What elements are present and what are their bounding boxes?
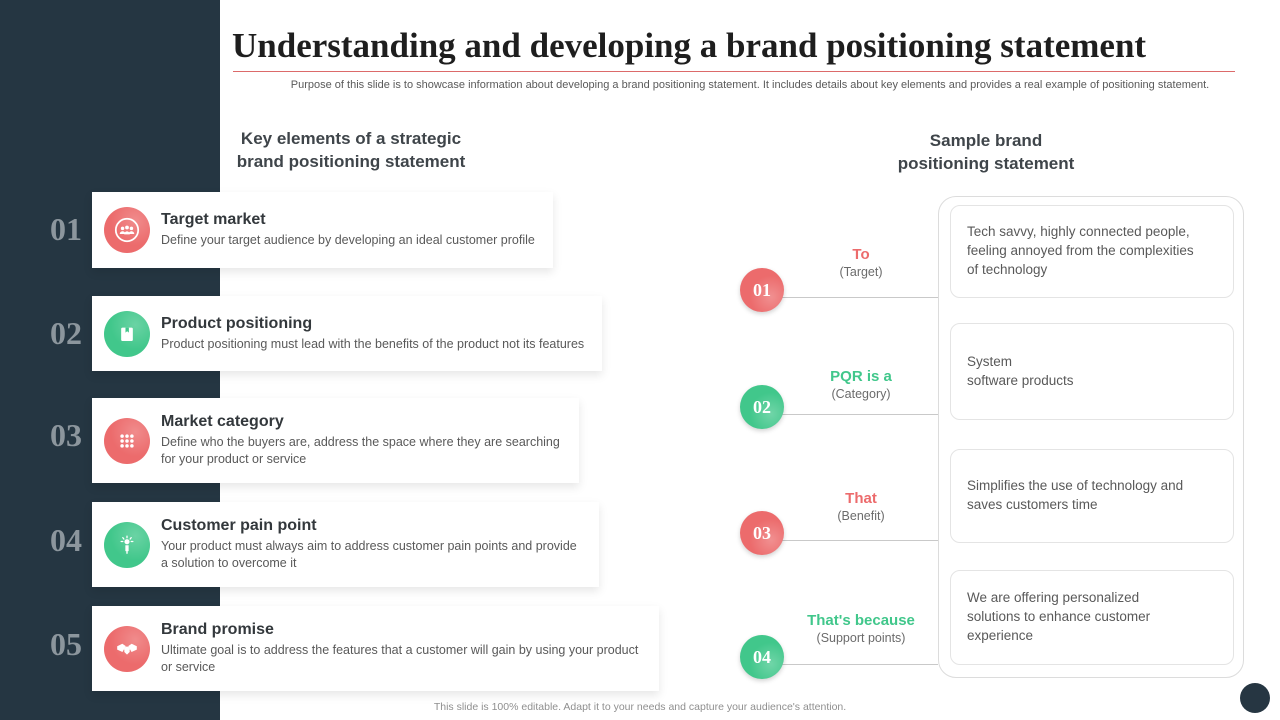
- statement-card-target: Tech savvy, highly connected people, fee…: [950, 205, 1234, 298]
- connector-line: [762, 414, 938, 415]
- step-label: That: [845, 490, 877, 507]
- step-label-block-support-points: That's because (Support points): [781, 612, 941, 645]
- step-circle-02: 02: [740, 385, 784, 429]
- key-element-title: Market category: [161, 413, 284, 431]
- step-label-block-benefit: That (Benefit): [781, 490, 941, 523]
- statement-text: We are offering personalized solutions t…: [967, 590, 1151, 643]
- key-element-card-product-positioning: Product positioning Product positioning …: [92, 296, 603, 371]
- key-element-title: Brand promise: [161, 621, 274, 639]
- sidebar-number-04: 04: [50, 522, 82, 558]
- key-element-description: Your product must always aim to address …: [161, 539, 577, 570]
- key-element-card-customer-pain-point: Customer pain point Your product must al…: [92, 502, 599, 587]
- statement-card-category: System software products: [950, 323, 1234, 420]
- step-circle-04: 04: [740, 635, 784, 679]
- step-sublabel: (Category): [831, 387, 891, 401]
- slide-subtitle: Purpose of this slide is to showcase inf…: [290, 79, 1210, 91]
- footer-note: This slide is 100% editable. Adapt it to…: [433, 701, 847, 713]
- key-element-title: Target market: [161, 211, 266, 229]
- key-element-description: Define who the buyers are, address the s…: [161, 435, 560, 466]
- key-element-title: Customer pain point: [161, 517, 317, 535]
- key-element-description: Product positioning must lead with the b…: [161, 336, 585, 351]
- sidebar-number-01: 01: [50, 211, 82, 247]
- step-label: PQR is a: [830, 368, 892, 385]
- key-element-card-market-category: Market category Define who the buyers ar…: [92, 398, 579, 483]
- step-sublabel: (Benefit): [837, 509, 885, 523]
- step-circle-03: 03: [740, 511, 784, 555]
- key-element-card-brand-promise: Brand promise Ultimate goal is to addres…: [92, 606, 659, 691]
- step-circle-01: 01: [740, 268, 784, 312]
- key-element-description: Ultimate goal is to address the features…: [161, 643, 639, 674]
- statement-card-benefit: Simplifies the use of technology and sav…: [950, 449, 1234, 543]
- connector-line: [762, 540, 938, 541]
- step-sublabel: (Support points): [816, 631, 906, 645]
- statement-text: Tech savvy, highly connected people, fee…: [967, 224, 1194, 277]
- sidebar-number-02: 02: [50, 315, 82, 351]
- key-element-card-target-market: Target market Define your target audienc…: [92, 192, 553, 268]
- handshake-icon: [104, 625, 150, 672]
- step-sublabel: (Target): [839, 265, 883, 279]
- corner-dot: [1240, 683, 1270, 713]
- step-label-block-category: PQR is a (Category): [781, 368, 941, 401]
- sidebar-number-05: 05: [50, 626, 82, 662]
- step-label: To: [852, 246, 870, 263]
- connector-line: [762, 664, 938, 665]
- key-element-title: Product positioning: [161, 314, 313, 332]
- right-column-heading: Sample brand positioning statement: [897, 131, 1075, 173]
- idea-person-icon: [104, 521, 150, 568]
- page-title: Understanding and developing a brand pos…: [232, 26, 1147, 65]
- title-underline: [233, 71, 1235, 72]
- step-label-block-target: To (Target): [781, 246, 941, 279]
- connector-line: [762, 297, 938, 298]
- people-icon: [104, 207, 150, 253]
- product-box-icon: [104, 310, 150, 357]
- step-label: That's because: [807, 612, 915, 629]
- key-element-description: Define your target audience by developin…: [161, 233, 535, 248]
- sidebar-number-03: 03: [50, 417, 82, 453]
- left-column-heading: Key elements of a strategic brand positi…: [236, 129, 466, 171]
- statement-text: System software products: [967, 353, 1074, 388]
- statement-text: Simplifies the use of technology and sav…: [967, 478, 1184, 512]
- grid-dots-icon: [104, 417, 150, 464]
- statement-card-support-points: We are offering personalized solutions t…: [950, 570, 1234, 665]
